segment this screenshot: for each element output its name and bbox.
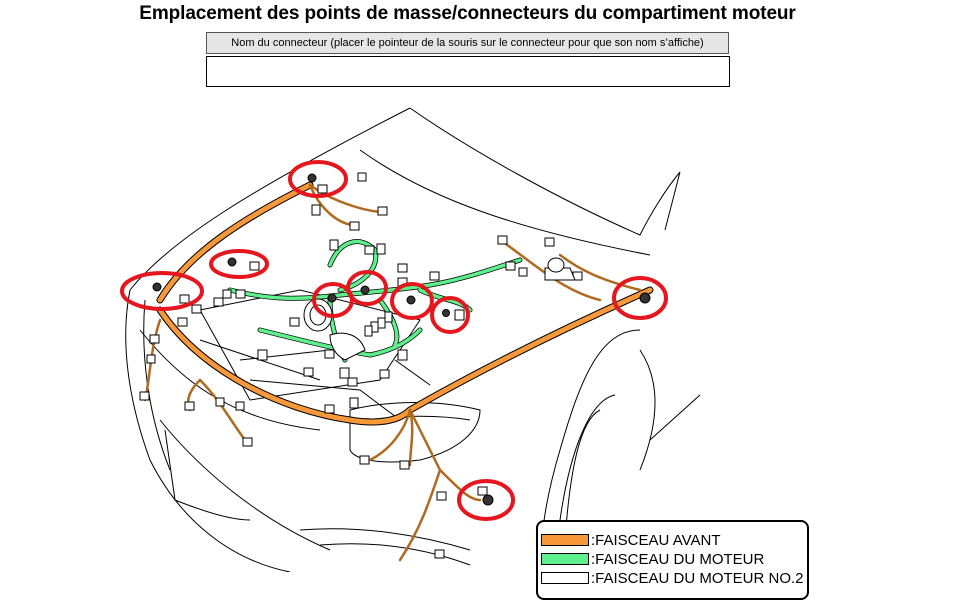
ground-point-highlight[interactable] bbox=[430, 296, 470, 334]
legend-swatch-orange bbox=[541, 534, 589, 546]
ground-point-highlight[interactable] bbox=[457, 479, 515, 521]
ground-point-highlight[interactable] bbox=[120, 271, 204, 311]
legend-label: :FAISCEAU AVANT bbox=[591, 531, 721, 549]
ground-point-highlight[interactable] bbox=[390, 282, 434, 320]
battery-relay-box bbox=[544, 257, 576, 281]
car-body-outline bbox=[125, 107, 701, 572]
ground-point-highlights bbox=[120, 160, 668, 521]
harness-legend: :FAISCEAU AVANT :FAISCEAU DU MOTEUR :FAI… bbox=[536, 520, 809, 600]
legend-item-engine-harness: :FAISCEAU DU MOTEUR bbox=[541, 550, 765, 568]
connectors bbox=[139, 172, 583, 559]
legend-label: :FAISCEAU DU MOTEUR NO.2 bbox=[591, 569, 804, 587]
ground-point-highlight[interactable] bbox=[209, 249, 269, 279]
legend-swatch bbox=[541, 572, 589, 584]
engine-pulley bbox=[303, 298, 366, 361]
ground-bolts bbox=[152, 173, 651, 506]
page-title: Emplacement des points de masse/connecte… bbox=[139, 3, 796, 24]
ground-point-highlight[interactable] bbox=[288, 160, 348, 198]
legend-item-engine-harness-2: :FAISCEAU DU MOTEUR NO.2 bbox=[541, 569, 804, 587]
connector-name-header: Nom du connecteur (placer le pointeur de… bbox=[206, 32, 729, 54]
legend-swatch-green bbox=[541, 553, 589, 565]
legend-label: :FAISCEAU DU MOTEUR bbox=[591, 550, 765, 568]
ground-point-highlight[interactable] bbox=[346, 270, 388, 306]
connector-name-field bbox=[206, 56, 730, 87]
engine-compartment-diagram bbox=[120, 107, 701, 572]
legend-item-front-harness: :FAISCEAU AVANT bbox=[541, 531, 721, 549]
ground-point-highlight[interactable] bbox=[612, 276, 668, 320]
